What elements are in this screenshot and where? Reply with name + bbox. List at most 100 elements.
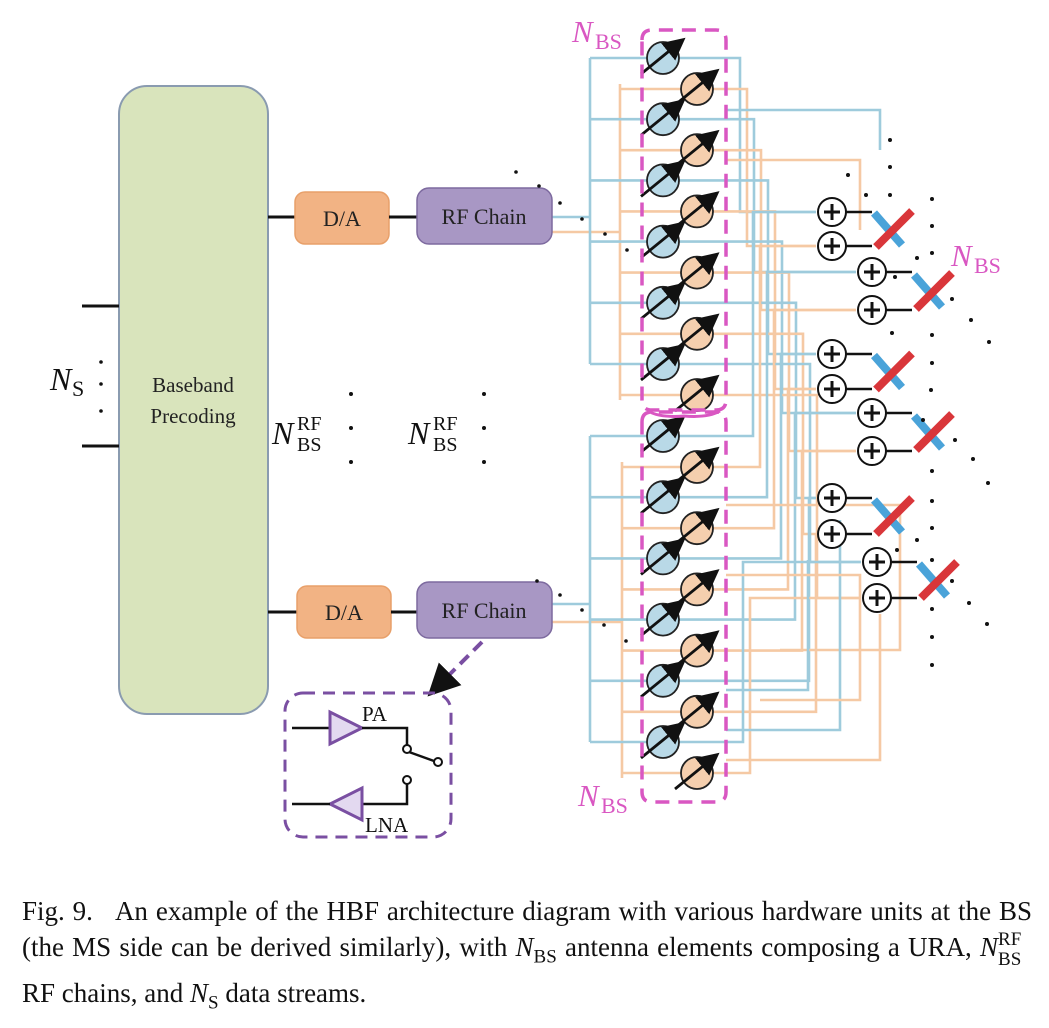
ps-output-route [713,308,856,530]
svg-text:RF: RF [433,413,457,435]
ura-dot [987,340,991,344]
phase-shifter-blue [640,98,686,137]
phase-shift-arrow-icon [640,599,686,637]
lna-amplifier-icon [326,785,364,823]
ura-dot [915,256,919,260]
figure-label: Fig. 9. [22,896,93,926]
phase-shifter-orange [674,129,720,168]
ps-output-route [679,210,816,438]
ura-dot [930,361,934,365]
dual-polarized-antenna [846,208,915,250]
rf-chain-2[interactable]: RF Chain [416,581,553,639]
svg-text:D/A: D/A [325,600,363,625]
nbs-label-top: N BS [571,14,622,54]
combiner-adder [817,231,847,261]
nbs-label-antenna: N BS [950,238,1001,278]
nrf-label-2: N RF BS [407,392,486,464]
phase-shift-arrow-icon [640,221,686,259]
svg-text:N: N [577,778,601,813]
baseband-label-line1: Baseband [152,373,234,397]
rf-output-dots [514,170,629,643]
phase-shifter-orange [674,569,720,607]
dual-polarized-antenna [846,350,915,393]
phase-shifter-orange [674,68,720,107]
ura-dot [890,331,894,335]
switch-contact-antenna [433,757,443,767]
phase-shift-arrow-icon [640,160,686,198]
dual-polarized-antenna [886,270,955,312]
ura-dot [950,579,954,583]
combiner-adder [857,398,887,428]
combiner-adder [857,257,887,287]
caption-text-4: data streams. [218,978,367,1009]
phase-shifter-blue [640,599,686,637]
svg-text:BS: BS [601,793,628,818]
phase-shifter-orange [674,252,720,290]
caption-text-2: antenna elements composing a URA, [556,932,980,962]
phase-shift-arrow-icon [640,37,686,76]
combiner-adder [817,483,847,513]
da-converter-1[interactable]: D/A [294,191,390,245]
baseband-precoding-block[interactable]: Baseband Precoding [118,85,269,715]
ura-dot [930,224,934,228]
svg-text:N: N [571,14,595,49]
extra-route [726,158,862,230]
ps-output-route [713,244,816,469]
svg-text:RF Chain: RF Chain [442,204,527,229]
switch-contact-rx [402,775,412,785]
rf-chain-1[interactable]: RF Chain [416,187,553,245]
phase-shifter-orange [674,507,720,546]
antenna-element-blue-icon [910,272,946,310]
da-converter-2[interactable]: D/A [296,585,392,639]
group-separator-brace [647,409,721,418]
pa-label: PA [362,702,388,726]
ura-dot [888,138,892,142]
phase-shift-arrow-icon [640,343,686,382]
caption-nrf-sub: BS [998,949,1022,970]
caption-nbs-main: N [515,932,534,962]
ura-dot [930,558,934,562]
phase-shift-arrow-icon [640,98,686,137]
ura-dot [967,601,971,605]
ura-dot [930,251,934,255]
svg-text:N: N [271,415,295,451]
svg-text:BS: BS [595,29,622,54]
nbs-label-bottom: N BS [577,778,628,818]
phase-shifter-orange [674,630,720,668]
ura-dot [930,663,934,667]
antenna-element-blue-icon [870,352,906,391]
combiner-adder [817,339,847,369]
ps-output-route [713,449,856,652]
ura-dot [864,193,868,197]
pa-amplifier-icon [328,709,366,747]
ura-dot [929,388,933,392]
extra-route [726,614,882,762]
antenna-element-blue-icon [870,497,906,535]
phase-shifter-group-1-outline [640,28,728,412]
ura-dot [950,297,954,301]
wiring-network [552,56,902,778]
ura-dot [915,538,919,542]
antenna-element-blue-icon [870,210,906,248]
phase-shifter-orange [674,191,720,229]
phase-shifter-blue [640,160,686,198]
svg-text:RF: RF [297,413,321,435]
nrf-label-1: N RF BS [271,392,353,464]
ura-dot [888,193,892,197]
antenna-element-red-icon [873,208,915,250]
ps-output-route [679,270,856,499]
combiner-adder [817,519,847,549]
extra-route [726,108,882,150]
phase-shifter-blue [640,538,686,576]
dual-polarized-antenna [846,495,915,537]
ps-output-route [679,560,861,744]
dual-polarized-antenna [886,411,955,453]
phase-shifter-blue [640,415,686,454]
rf-chain-detail-box: PA LNA [283,691,453,839]
svg-text:N: N [49,361,73,397]
combiner-adder [857,436,887,466]
ura-dot [930,526,934,530]
ps-output-route [713,596,861,775]
combiner-adder [857,295,887,325]
